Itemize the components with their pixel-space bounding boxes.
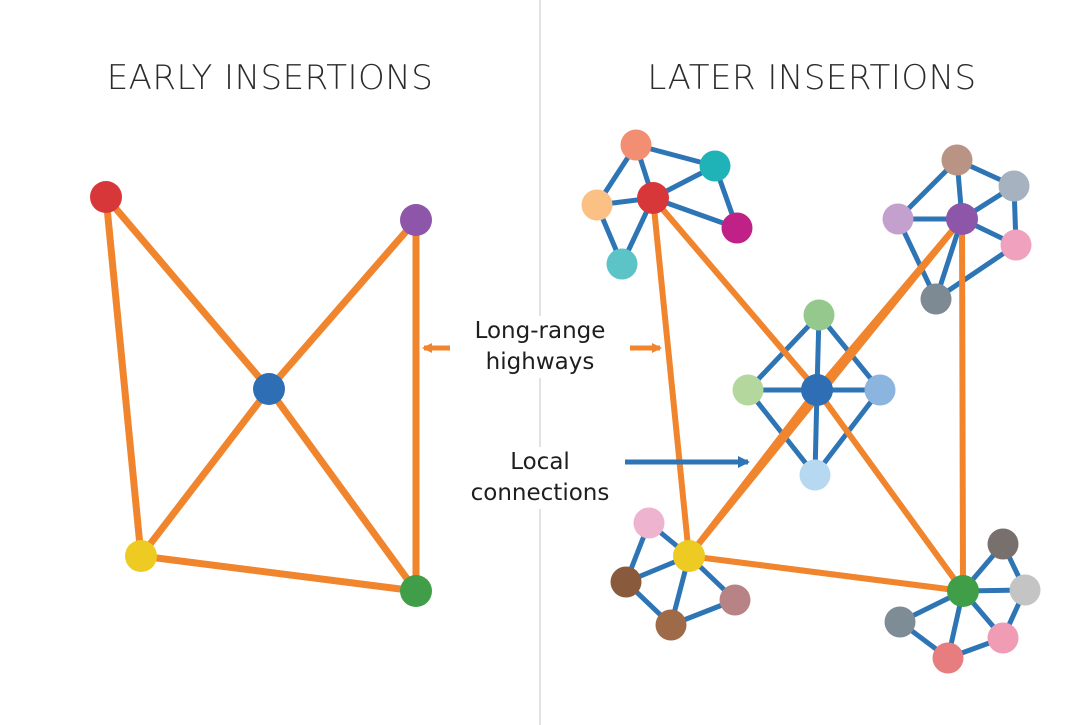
graph-node-c4-b <box>610 566 642 598</box>
highway-edge <box>814 387 966 594</box>
graph-node-c2-b <box>998 170 1030 202</box>
graph-node-c1-hub <box>637 182 669 214</box>
graph-node-c3-right <box>864 374 896 406</box>
left-highway-edges <box>102 193 420 595</box>
highway-edge <box>959 216 966 594</box>
graph-node-yellow <box>125 540 157 572</box>
local-label-line-2: connections <box>470 480 610 506</box>
left-nodes <box>90 181 432 607</box>
highway-edge <box>686 553 966 594</box>
local-connections-label: Local connections <box>455 447 625 509</box>
graph-node-c5-a <box>987 528 1019 560</box>
graph-node-c4-a <box>633 507 665 539</box>
graph-node-c3-hub <box>801 374 833 406</box>
later-insertions-title: LATER INSERTIONS <box>647 58 977 98</box>
highway-edge <box>102 193 273 393</box>
graph-node-c1-d <box>721 212 753 244</box>
graph-node-c1-a <box>620 129 652 161</box>
graph-node-c1-c <box>581 189 613 221</box>
highway-edge <box>265 385 420 595</box>
graph-node-c2-e <box>920 283 952 315</box>
highway-edge <box>137 552 420 595</box>
early-insertions-title: EARLY INSERTIONS <box>106 58 434 98</box>
graph-node-c5-d <box>987 622 1019 654</box>
graph-node-c2-d <box>1000 229 1032 261</box>
graph-node-c4-d <box>719 584 751 616</box>
graph-node-c5-b <box>1009 574 1041 606</box>
highway-edge <box>137 385 273 560</box>
graph-node-c5-c <box>884 606 916 638</box>
right-highway-edges <box>650 195 966 594</box>
right-nodes <box>581 129 1041 674</box>
graph-node-c1-e <box>606 248 638 280</box>
highways-label-line-1: Long-range <box>474 318 606 344</box>
long-range-highways-label: Long-range highways <box>450 316 630 378</box>
graph-node-red <box>90 181 122 213</box>
graph-node-c5-hub <box>947 575 979 607</box>
graph-node-green <box>400 575 432 607</box>
graph-node-purple <box>400 204 432 236</box>
graph-node-c1-b <box>699 150 731 182</box>
graph-node-c3-top <box>803 299 835 331</box>
graph-node-blue <box>253 373 285 405</box>
graph-node-c3-left <box>732 374 764 406</box>
graph-node-c2-hub <box>946 203 978 235</box>
highway-edge <box>102 193 145 560</box>
graph-node-c5-e <box>932 642 964 674</box>
highway-edge <box>650 195 692 559</box>
graph-node-c4-hub <box>673 540 705 572</box>
highway-edge <box>265 216 420 393</box>
highway-edge <box>650 195 820 393</box>
highways-label-line-2: highways <box>485 349 595 375</box>
graph-node-c2-a <box>941 144 973 176</box>
graph-node-c3-bottom <box>799 459 831 491</box>
local-label-line-1: Local <box>510 449 570 475</box>
graph-node-c2-c <box>882 203 914 235</box>
graph-node-c4-c <box>655 609 687 641</box>
local-edge <box>933 242 1019 302</box>
